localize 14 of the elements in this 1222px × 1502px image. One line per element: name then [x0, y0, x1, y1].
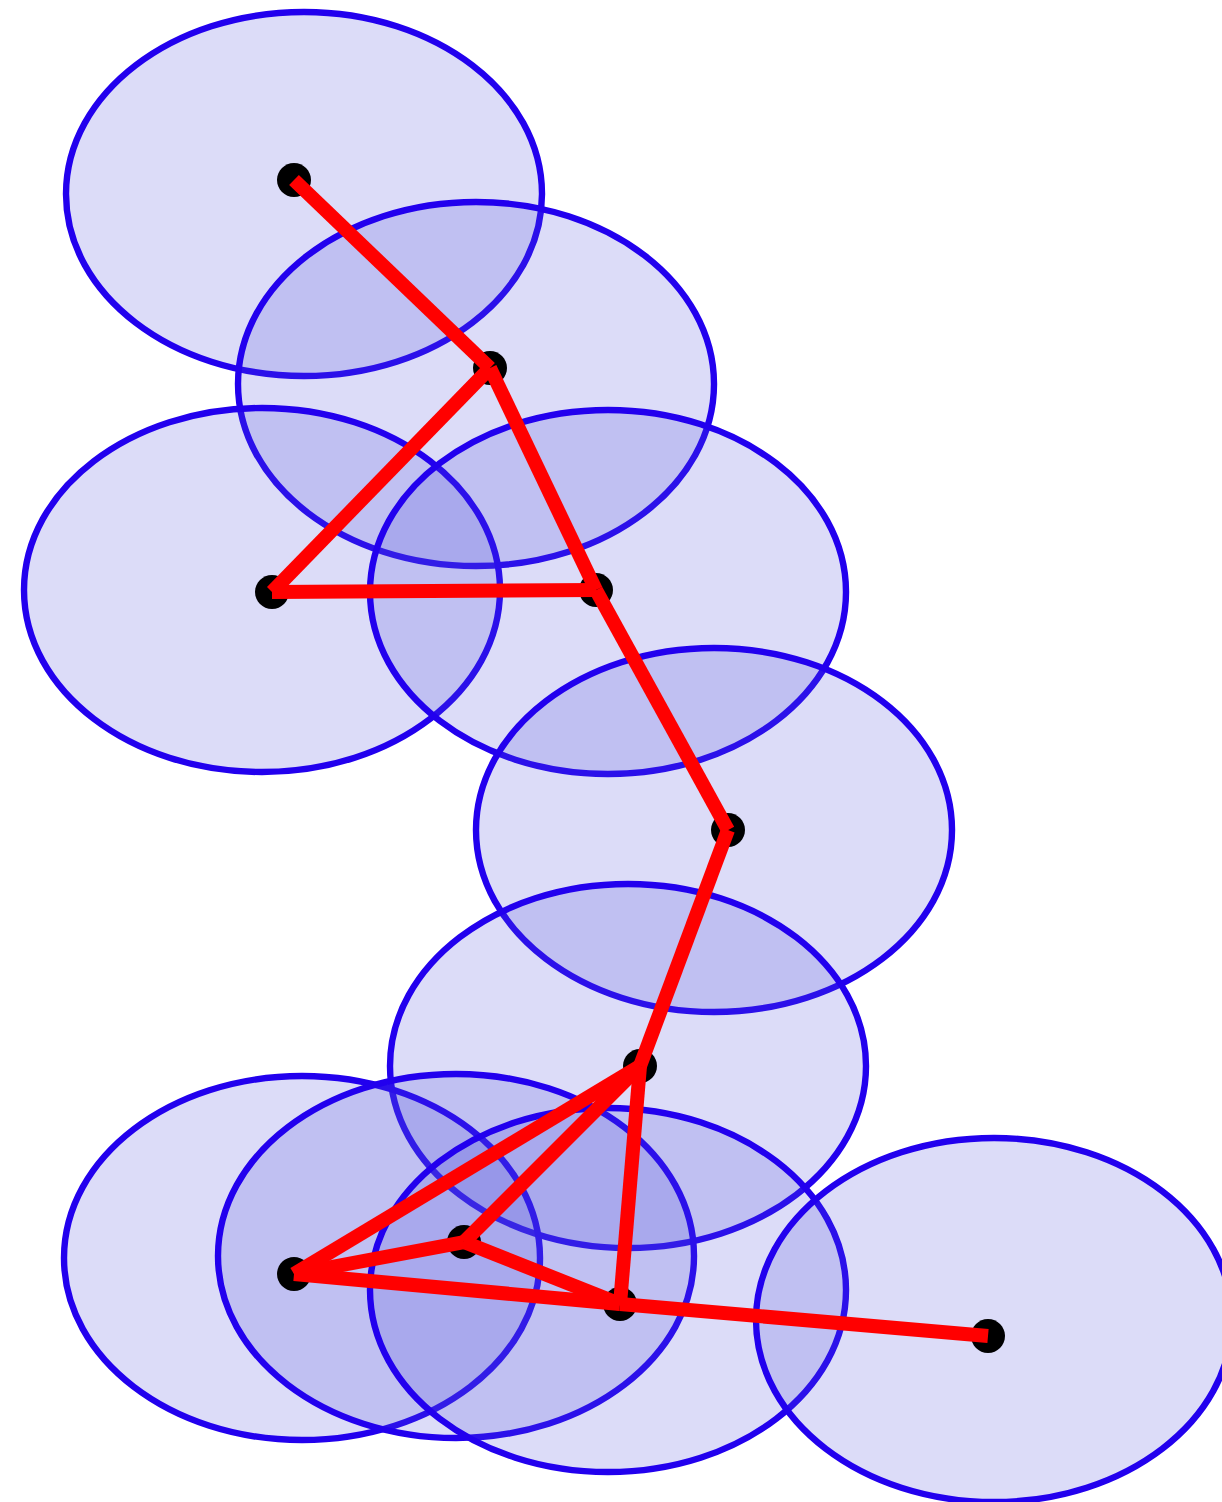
link-line	[459, 1061, 645, 1247]
link-line	[289, 174, 495, 374]
link-line	[266, 363, 495, 597]
vertex-dot	[971, 1319, 1005, 1353]
link-line	[633, 827, 735, 1069]
vertex-dot	[277, 1257, 311, 1291]
link-line	[293, 1267, 621, 1311]
link-line	[589, 586, 735, 834]
link-line	[619, 1297, 989, 1343]
vertex-dot	[255, 575, 289, 609]
vertex-dot	[277, 163, 311, 197]
link-line	[461, 1235, 623, 1311]
link-line	[271, 583, 597, 599]
link-line	[483, 365, 603, 594]
